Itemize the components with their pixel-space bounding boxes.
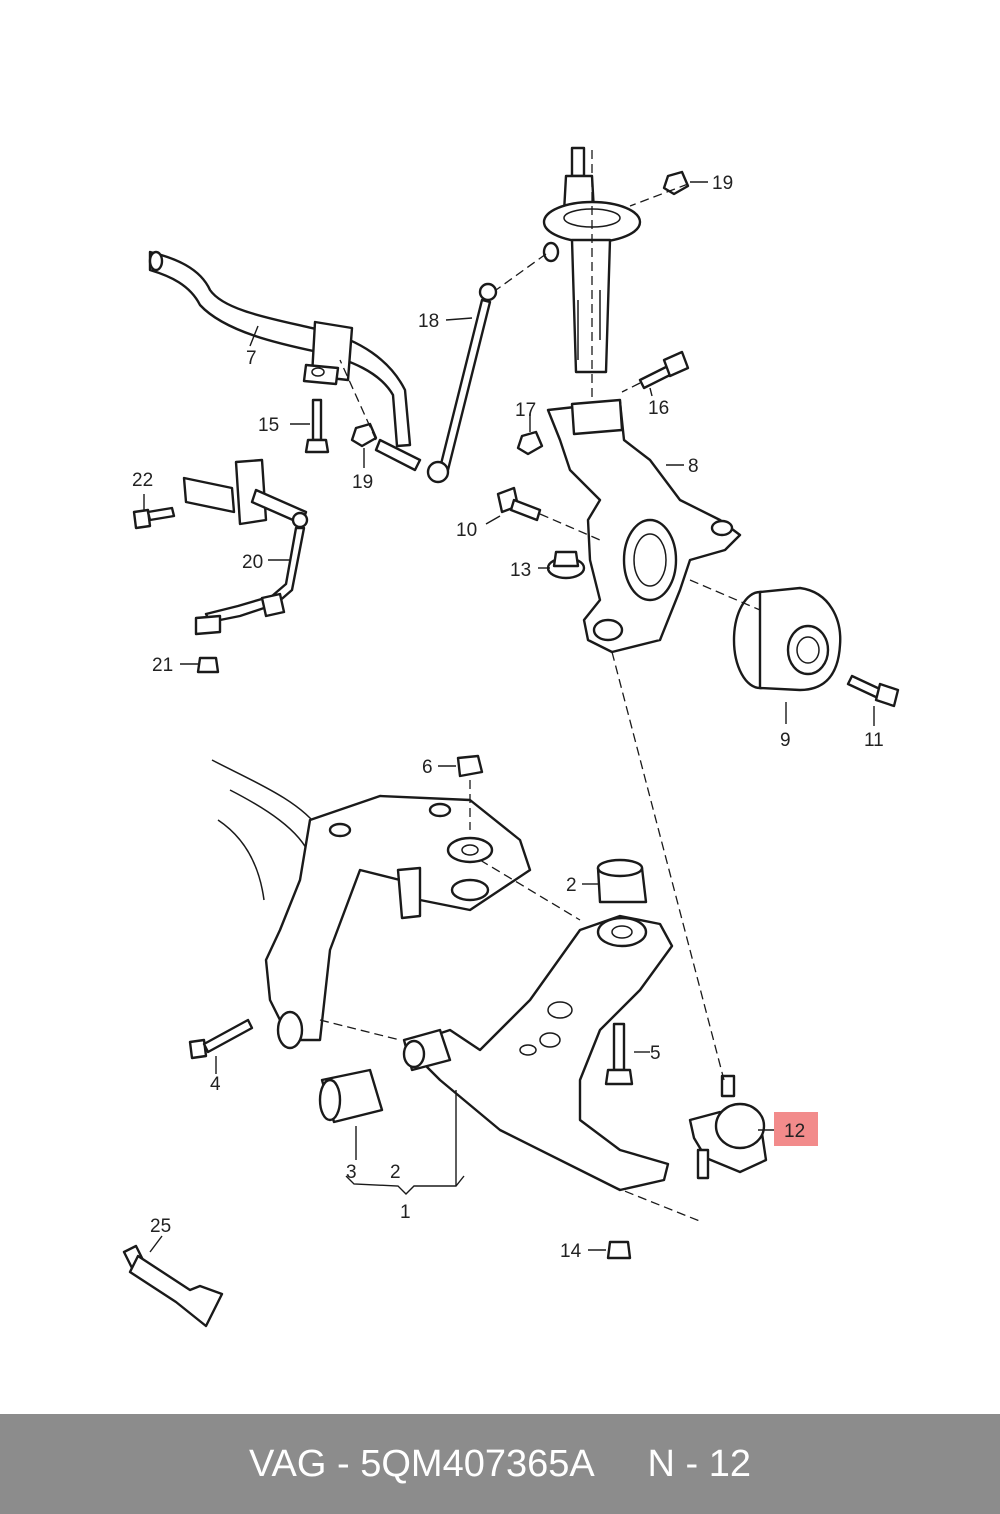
label-25: 25 [150,1216,171,1237]
nut-14 [606,1240,632,1260]
steering-knuckle [546,398,742,654]
label-5: 5 [650,1043,661,1064]
stabilizer-bar [148,250,412,448]
bolt-15 [304,398,330,454]
level-sender [182,458,309,636]
bushing-3 [318,1068,384,1124]
label-13: 13 [510,560,531,581]
part-info-footer: VAG - 5QM407365A N - 12 [0,1414,1000,1514]
bushing-2 [596,858,648,904]
label-20: 20 [242,552,263,573]
label-8: 8 [688,456,699,477]
spacer [595,1443,648,1486]
coupling-rod [374,282,498,484]
part-number: 5QM407365A [360,1442,595,1485]
label-21: 21 [152,655,173,676]
label-17: 17 [515,400,536,421]
subframe [211,759,532,1050]
nut-6 [456,754,484,778]
label-4: 4 [210,1074,221,1095]
bolt-22 [132,506,176,530]
bolt-10 [496,486,542,522]
label-16: 16 [648,398,669,419]
label-15: 15 [258,415,279,436]
label-19-left: 19 [352,472,373,493]
separator: - [326,1442,361,1485]
label-9: 9 [780,730,791,751]
label-22: 22 [132,470,153,491]
nut-19-left [350,422,378,448]
nut-17 [516,430,544,456]
label-11: 11 [864,730,884,751]
label-1: 1 [400,1202,411,1223]
wheel-hub [732,586,842,692]
bolt-11 [846,674,900,708]
label-18: 18 [418,311,439,332]
leader-lines [143,181,875,1253]
label-14: 14 [560,1241,582,1262]
callout-labels: 19 18 7 16 15 17 8 19 22 10 13 20 21 9 1… [132,173,884,1262]
ball-joint [688,1074,768,1180]
label-3: 3 [346,1162,357,1183]
label-12: 12 [784,1121,805,1142]
label-19-top: 19 [712,173,733,194]
label-6: 6 [422,757,433,778]
label-2-bottom: 2 [390,1162,401,1183]
nut-13 [546,550,586,580]
control-arm [402,914,674,1192]
highlight-box [774,1112,818,1146]
bolt-5 [604,1022,634,1086]
position-label: N - 12 [647,1442,751,1485]
brand-name: VAG [249,1442,327,1485]
label-10: 10 [456,520,477,541]
grease-tube [122,1244,224,1328]
bolt-4 [188,1018,254,1060]
parts-diagram: 19 18 7 16 15 17 8 19 22 10 13 20 21 9 1… [122,146,900,1328]
assembly-lines [319,150,761,1223]
label-2-top: 2 [566,875,577,896]
nut-21 [196,656,220,674]
nut-19-top [662,170,690,196]
label-7: 7 [246,348,257,369]
bolt-16 [638,350,690,390]
